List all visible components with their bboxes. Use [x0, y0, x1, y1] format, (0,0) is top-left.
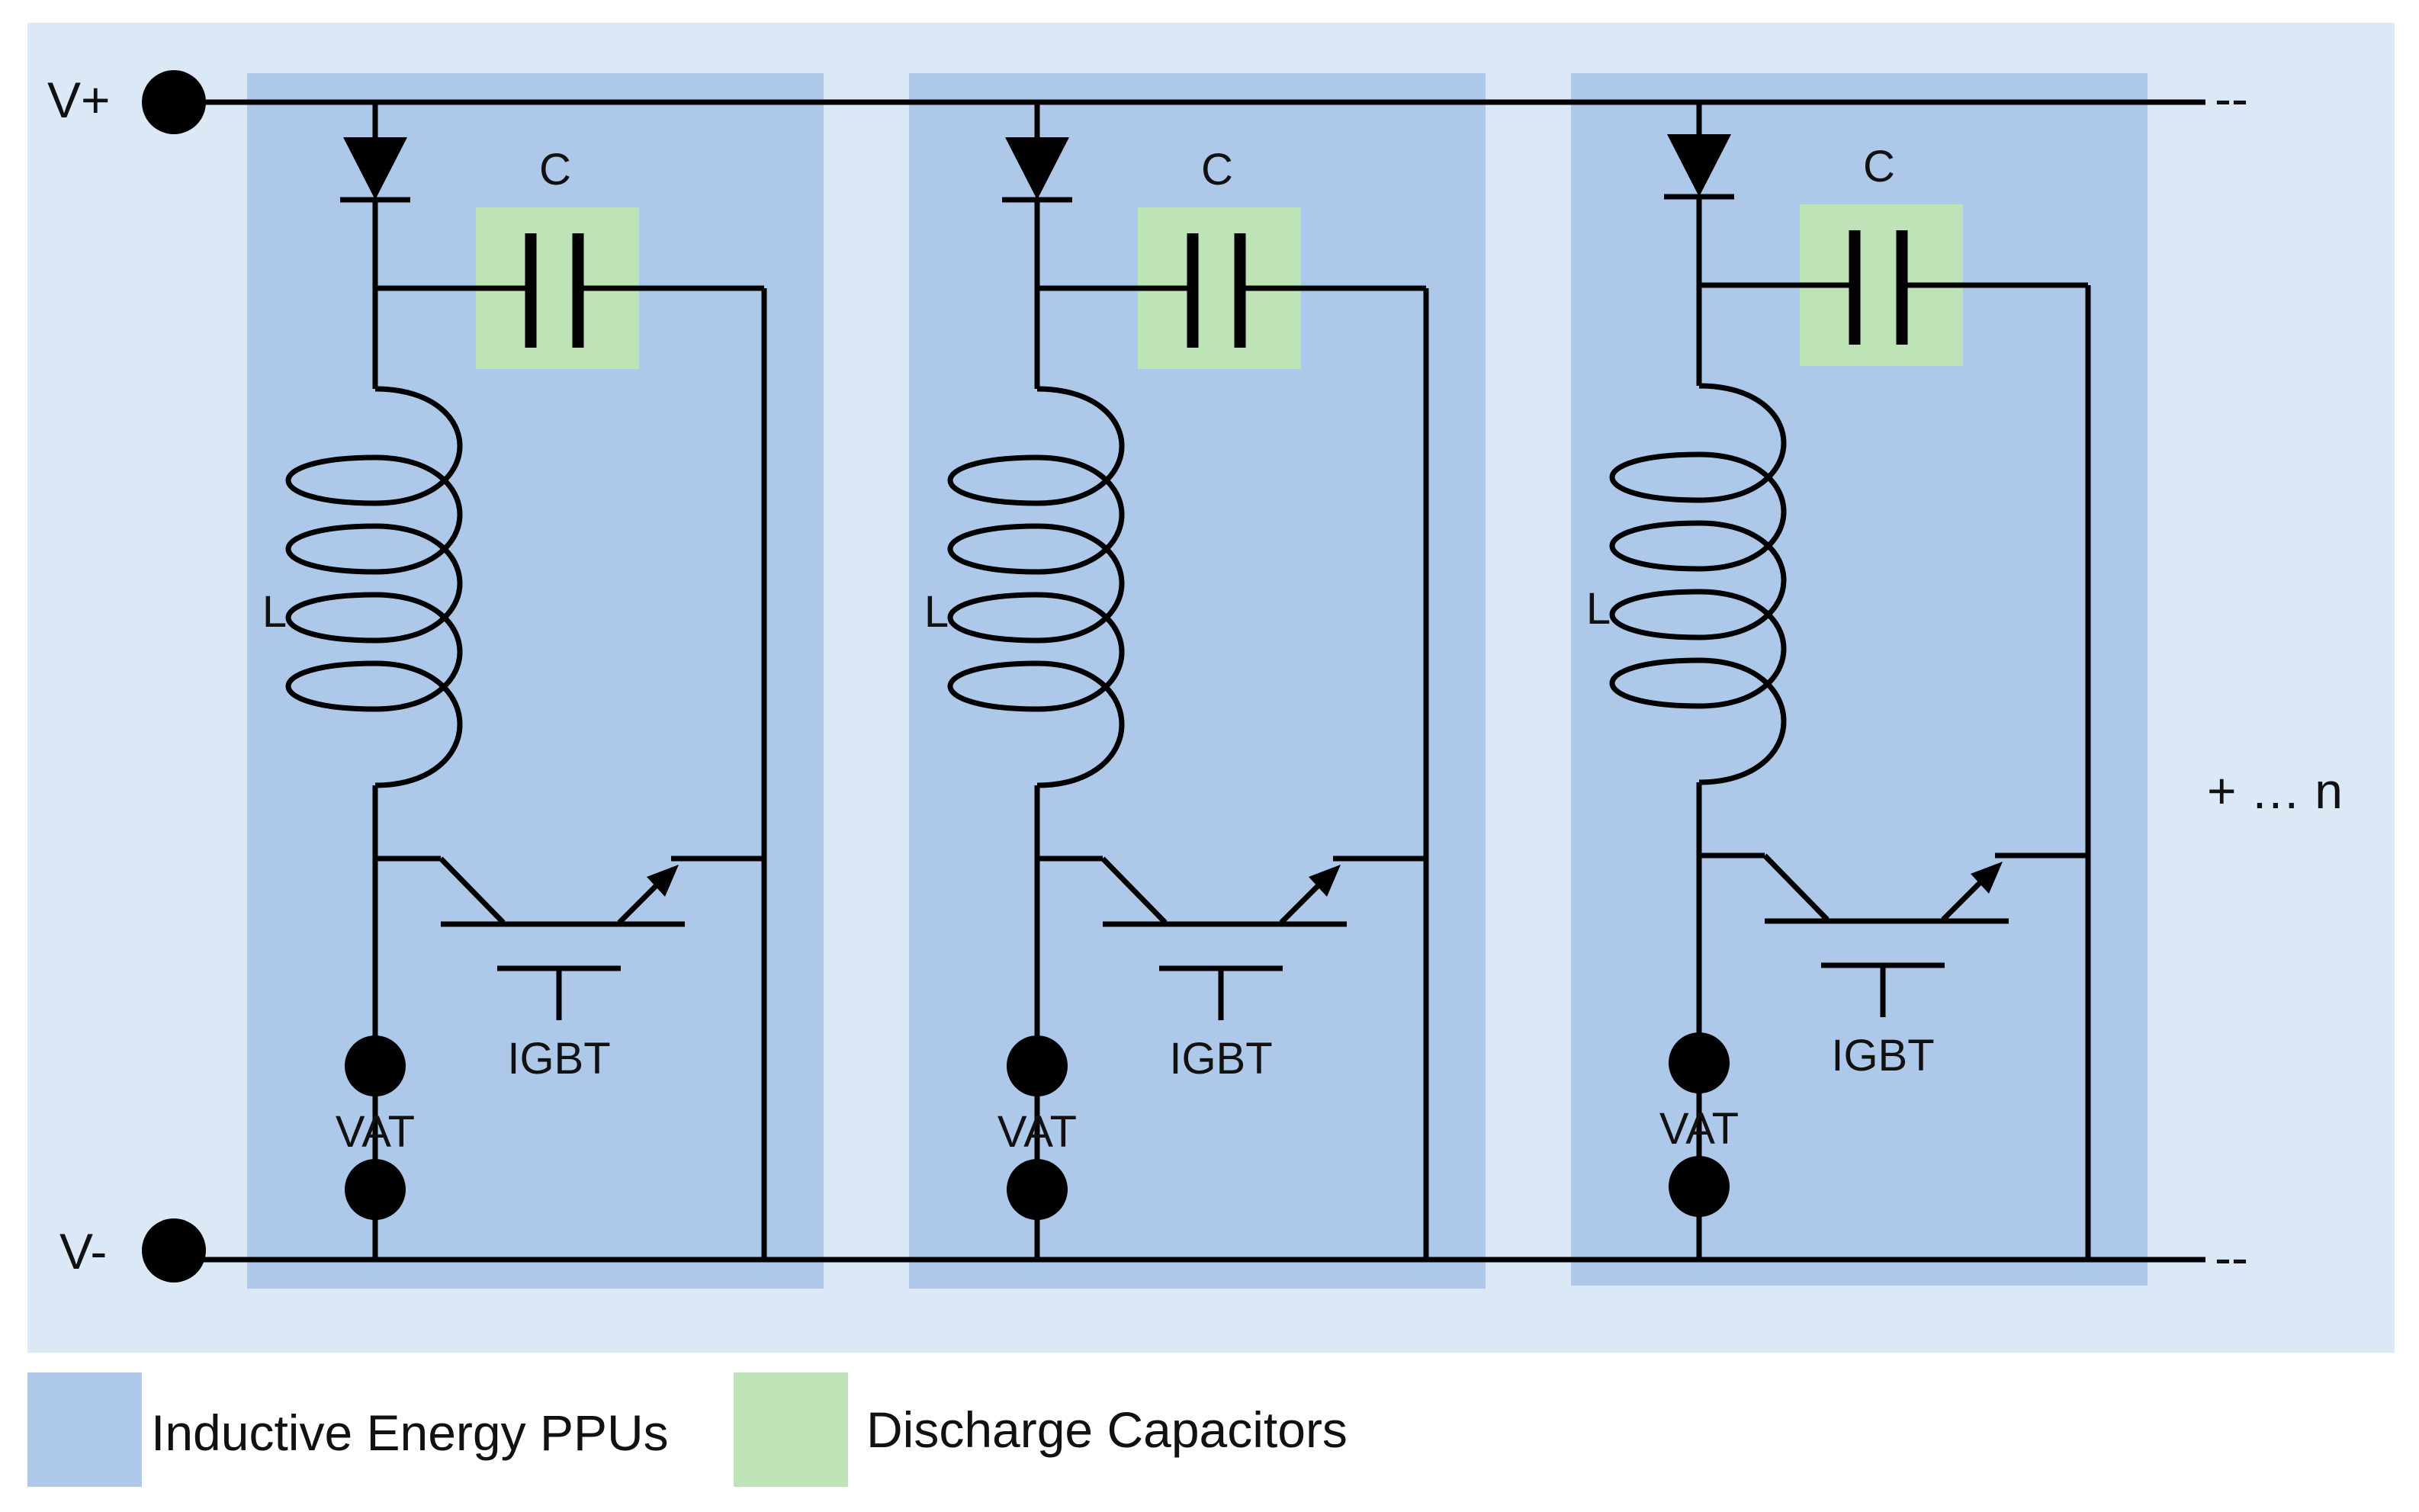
ppu-unit-1: C L IGBT VAT — [247, 73, 824, 1289]
diode-icon — [343, 137, 407, 200]
igbt-label: IGBT — [1831, 1031, 1934, 1080]
legend-label-capacitor: Discharge Capacitors — [866, 1401, 1348, 1458]
capacitor-label: C — [1201, 145, 1233, 194]
ppu-unit-3: C L IGBT VAT — [1571, 73, 2148, 1286]
vat-label: VAT — [997, 1107, 1077, 1157]
vat-bottom-node-icon — [1007, 1159, 1068, 1220]
ppu-unit-2: C L IGBT VAT — [909, 73, 1486, 1289]
igbt-icon — [1699, 852, 2088, 1017]
igbt-label: IGBT — [1169, 1034, 1272, 1083]
inductor-label: L — [924, 587, 949, 637]
rail-continuation-top: -- — [2215, 70, 2248, 127]
v-plus-terminal-icon — [142, 70, 206, 134]
capacitor-label: C — [1863, 142, 1895, 191]
v-minus-label: V- — [59, 1223, 107, 1279]
inductor-coil-icon — [947, 386, 1125, 788]
diode-icon — [1667, 134, 1731, 197]
inductor-label: L — [1586, 584, 1611, 634]
diode-icon — [1005, 137, 1069, 200]
vat-label: VAT — [336, 1107, 415, 1157]
vat-top-node-icon — [345, 1035, 406, 1096]
inductor-coil-icon — [1609, 383, 1787, 785]
legend-swatch-ppu — [27, 1372, 142, 1487]
v-plus-label: V+ — [47, 72, 111, 128]
vat-top-node-icon — [1007, 1035, 1068, 1096]
igbt-icon — [1037, 856, 1426, 1020]
igbt-icon — [375, 856, 764, 1020]
rail-continuation-bottom: -- — [2215, 1229, 2248, 1286]
igbt-label: IGBT — [507, 1034, 610, 1083]
vat-label: VAT — [1659, 1104, 1739, 1154]
legend-label-ppu: Inductive Energy PPUs — [151, 1404, 669, 1461]
legend-swatch-capacitor — [734, 1372, 848, 1487]
vat-bottom-node-icon — [1669, 1156, 1730, 1217]
inductor-label: L — [262, 587, 287, 637]
vat-bottom-node-icon — [345, 1159, 406, 1220]
capacitor-label: C — [539, 145, 571, 194]
vat-top-node-icon — [1669, 1032, 1730, 1093]
inductor-coil-icon — [285, 386, 463, 788]
v-minus-terminal-icon — [142, 1218, 206, 1282]
continuation-label: + … n — [2207, 762, 2343, 819]
legend: Inductive Energy PPUs Discharge Capacito… — [27, 1372, 1348, 1487]
